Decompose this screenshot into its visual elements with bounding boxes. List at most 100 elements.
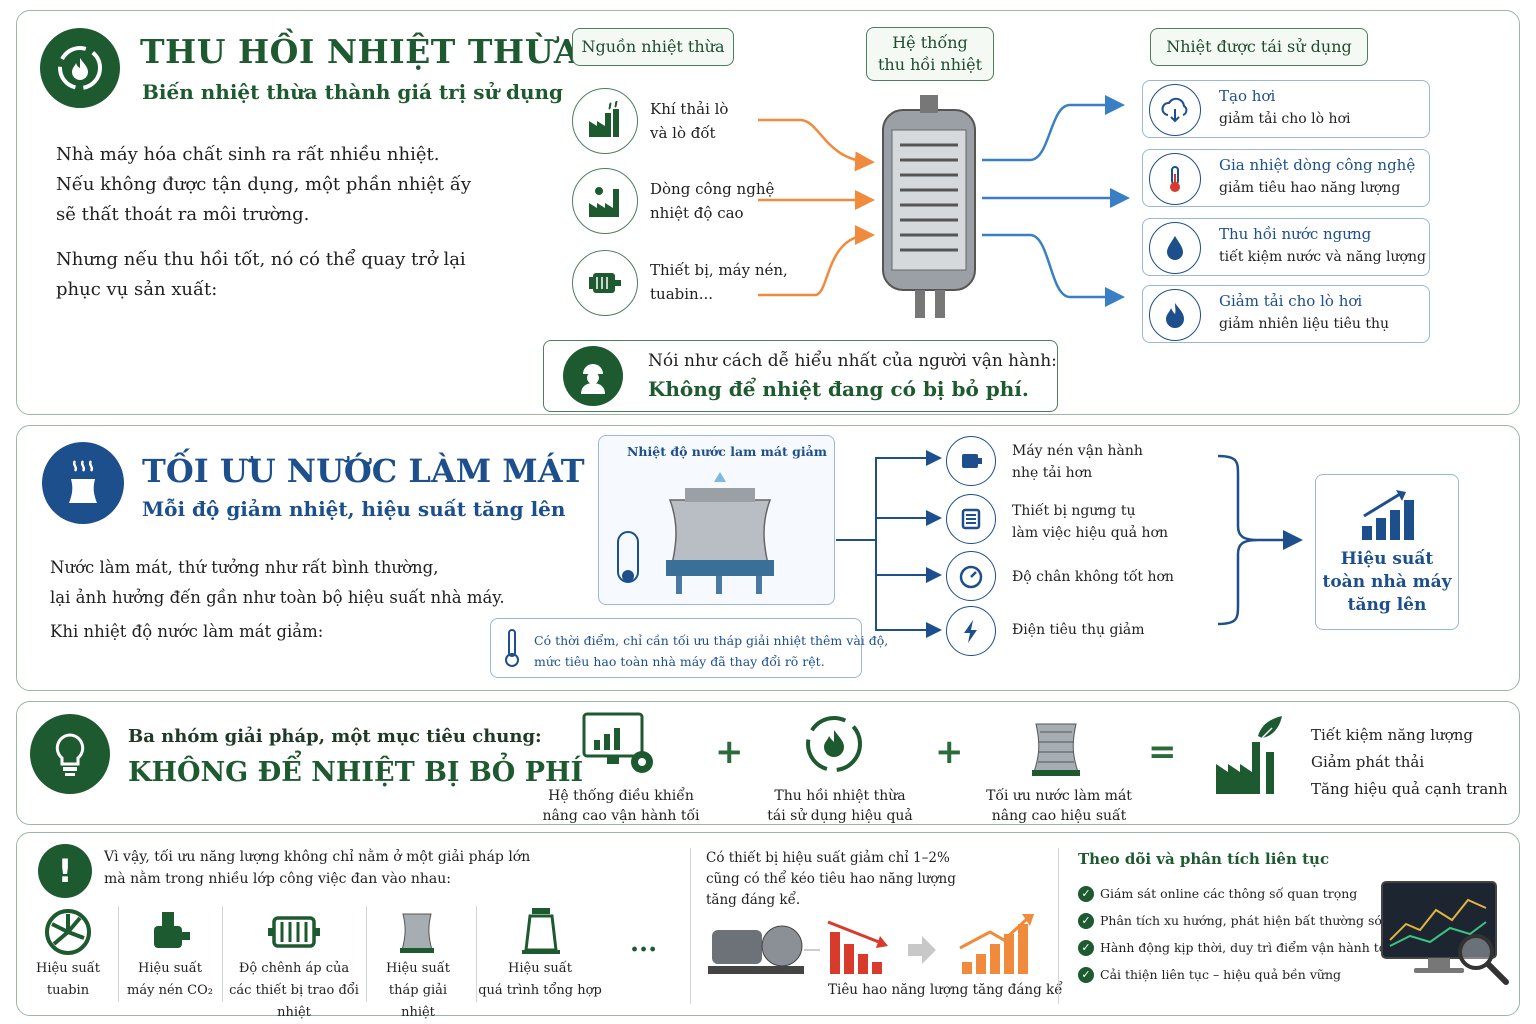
- output-desc: tiết kiệm nước và năng lượng: [1219, 249, 1426, 265]
- text-line: nhẹ tải hơn: [1012, 465, 1093, 481]
- text-line: nâng cao hiệu suất: [991, 808, 1127, 824]
- solutions-title: KHÔNG ĐỂ NHIỆT BỊ BỎ PHÍ: [128, 757, 584, 788]
- text-line: Hiệu suất: [508, 961, 572, 976]
- check-item: Giám sát online các thông số quan trọng: [1100, 886, 1358, 901]
- text-line: các thiết bị trao đổi nhiệt: [229, 983, 359, 1020]
- intro-paragraph-1: Nhà máy hóa chất sinh ra rất nhiều nhiệt…: [56, 140, 471, 230]
- thermometer-icon: [502, 628, 522, 672]
- condenser-icon: [946, 494, 996, 544]
- note-box: [490, 618, 862, 678]
- check-item: Phân tích xu hướng, phát hiện bất thường…: [1100, 913, 1394, 928]
- check-icon: ✓: [1078, 886, 1094, 902]
- text-line: Hiệu suất: [1340, 549, 1434, 569]
- output-preheat: Gia nhiệt dòng công nghệ giảm tiêu hao n…: [1142, 149, 1430, 207]
- cooling-tower-icon: [400, 913, 434, 953]
- result-1: Tiết kiệm năng lượng: [1311, 726, 1473, 744]
- factory-smoke-icon: [572, 88, 638, 154]
- text-line: Nhà máy hóa chất sinh ra rất nhiều nhiệt…: [56, 144, 440, 165]
- text-line: tăng đáng kể.: [706, 892, 801, 908]
- source-header: Nguồn nhiệt thừa: [572, 28, 734, 66]
- effect-branches: [836, 450, 942, 638]
- output-title: Tạo hơi: [1219, 87, 1276, 105]
- more-ellipsis: ...: [630, 928, 658, 958]
- output-desc: giảm nhiên liệu tiêu thụ: [1219, 316, 1389, 332]
- system-header: Hệ thống thu hồi nhiệt: [866, 27, 994, 81]
- text-line: phục vụ sản xuất:: [56, 279, 218, 300]
- solutions-intro: Ba nhóm giải pháp, một mục tiêu chung:: [128, 726, 542, 747]
- quote-box: [543, 340, 1058, 412]
- gauge-icon: [946, 551, 996, 601]
- divider: [1058, 848, 1059, 1004]
- text-line: Khi nhiệt độ nước làm mát giảm:: [50, 622, 324, 641]
- cooling-tower-icon: [1032, 723, 1080, 776]
- layers-intro: Vì vậy, tối ưu năng lượng không chỉ nằm …: [104, 846, 530, 890]
- plus-sign: +: [935, 732, 964, 772]
- equals-sign: =: [1148, 732, 1177, 772]
- source-3-text: Thiết bị, máy nén, tuabin...: [650, 258, 800, 306]
- effect-2: Thiết bị ngưng tụ làm việc hiệu quả hơn: [1012, 500, 1168, 544]
- text-line: Hiệu suất: [386, 961, 450, 976]
- note-text: Có thời điểm, chỉ cần tối ưu tháp giải n…: [534, 630, 888, 672]
- result-3: Tăng hiệu quả cạnh tranh: [1311, 780, 1508, 798]
- text-line: Hệ thống điều khiển: [548, 788, 694, 804]
- output-title: Giảm tải cho lò hơi: [1219, 292, 1363, 310]
- text-line: toàn nhà máy: [1322, 572, 1452, 592]
- tower-label: Nhiệt độ nước lam mát giảm: [627, 444, 827, 459]
- pump-decline-illustration: [708, 914, 1034, 974]
- text-line: sẽ thất thoát ra môi trường.: [56, 204, 310, 225]
- text-line: Dòng công nghệ: [650, 180, 775, 198]
- text-line: tăng lên: [1347, 595, 1427, 615]
- layer-synthesis: Hiệu suất quá trình tổng hợp: [478, 958, 602, 1002]
- text-line: lại ảnh hưởng đến gần như toàn bộ hiệu s…: [50, 588, 505, 607]
- text-line: làm việc hiệu quả hơn: [1012, 525, 1168, 541]
- result-text: Hiệu suất toàn nhà máy tăng lên: [1315, 548, 1459, 617]
- text-line: nhiệt độ cao: [650, 204, 744, 222]
- divider: [366, 906, 367, 1002]
- green-factory-icon: [1216, 716, 1282, 794]
- text-line: Thu hồi nhiệt thừa: [774, 788, 906, 804]
- text-line: quá trình tổng hợp: [478, 983, 602, 998]
- output-condensate: Thu hồi nước ngưng tiết kiệm nước và năn…: [1142, 218, 1430, 276]
- reuse-header: Nhiệt được tái sử dụng: [1150, 28, 1368, 66]
- operator-icon: [563, 346, 623, 406]
- output-title: Gia nhiệt dòng công nghệ: [1219, 156, 1416, 174]
- quote-text: Không để nhiệt đang có bị bỏ phí.: [648, 377, 1029, 401]
- text-line: Hệ thống: [892, 33, 968, 53]
- reactor-icon: [522, 908, 560, 954]
- section-2-text: Nước làm mát, thứ tưởng như rất bình thư…: [50, 553, 505, 647]
- efficiency-drop-text: Có thiết bị hiệu suất giảm chỉ 1–2% cũng…: [706, 848, 956, 911]
- text-line: Thiết bị ngưng tụ: [1012, 503, 1136, 519]
- text-line: Nước làm mát, thứ tưởng như rất bình thư…: [50, 558, 439, 577]
- text-line: Nhưng nếu thu hồi tốt, nó có thể quay tr…: [56, 249, 466, 270]
- plus-sign: +: [715, 732, 744, 772]
- cooling-tower-illustration: [617, 472, 774, 594]
- text-line: Vì vậy, tối ưu năng lượng không chỉ nằm …: [104, 849, 531, 865]
- heat-exchanger-icon: [268, 916, 320, 948]
- result-2: Giảm phát thải: [1311, 753, 1425, 771]
- divider: [690, 848, 691, 1004]
- subtitle: Biến nhiệt thừa thành giá trị sử dụng: [142, 80, 564, 104]
- output-boiler: Giảm tải cho lò hơi giảm nhiên liệu tiêu…: [1142, 285, 1430, 343]
- text-line: Có thiết bị hiệu suất giảm chỉ 1–2%: [706, 850, 950, 866]
- output-steam: Tạo hơi giảm tải cho lò hơi: [1142, 80, 1430, 138]
- text-line: mức tiêu hao toàn nhà máy đã thay đổi rõ…: [534, 654, 825, 669]
- text-line: Khí thải lò: [650, 100, 729, 118]
- divider: [222, 906, 223, 1002]
- turbine-icon: [45, 909, 91, 955]
- text-line: máy nén CO₂: [127, 983, 213, 998]
- text-line: tuabin: [46, 983, 90, 998]
- energy-caption: Tiêu hao năng lượng tăng đáng kể: [828, 982, 1063, 998]
- text-line: Có thời điểm, chỉ cần tối ưu tháp giải n…: [534, 633, 889, 648]
- output-desc: giảm tải cho lò hơi: [1219, 111, 1351, 127]
- check-icon: ✓: [1078, 913, 1094, 929]
- flame-icon: [1149, 289, 1201, 341]
- source-2-text: Dòng công nghệ nhiệt độ cao: [650, 177, 800, 225]
- text-line: Thiết bị, máy nén,: [650, 261, 788, 279]
- factory-icon: [572, 168, 638, 234]
